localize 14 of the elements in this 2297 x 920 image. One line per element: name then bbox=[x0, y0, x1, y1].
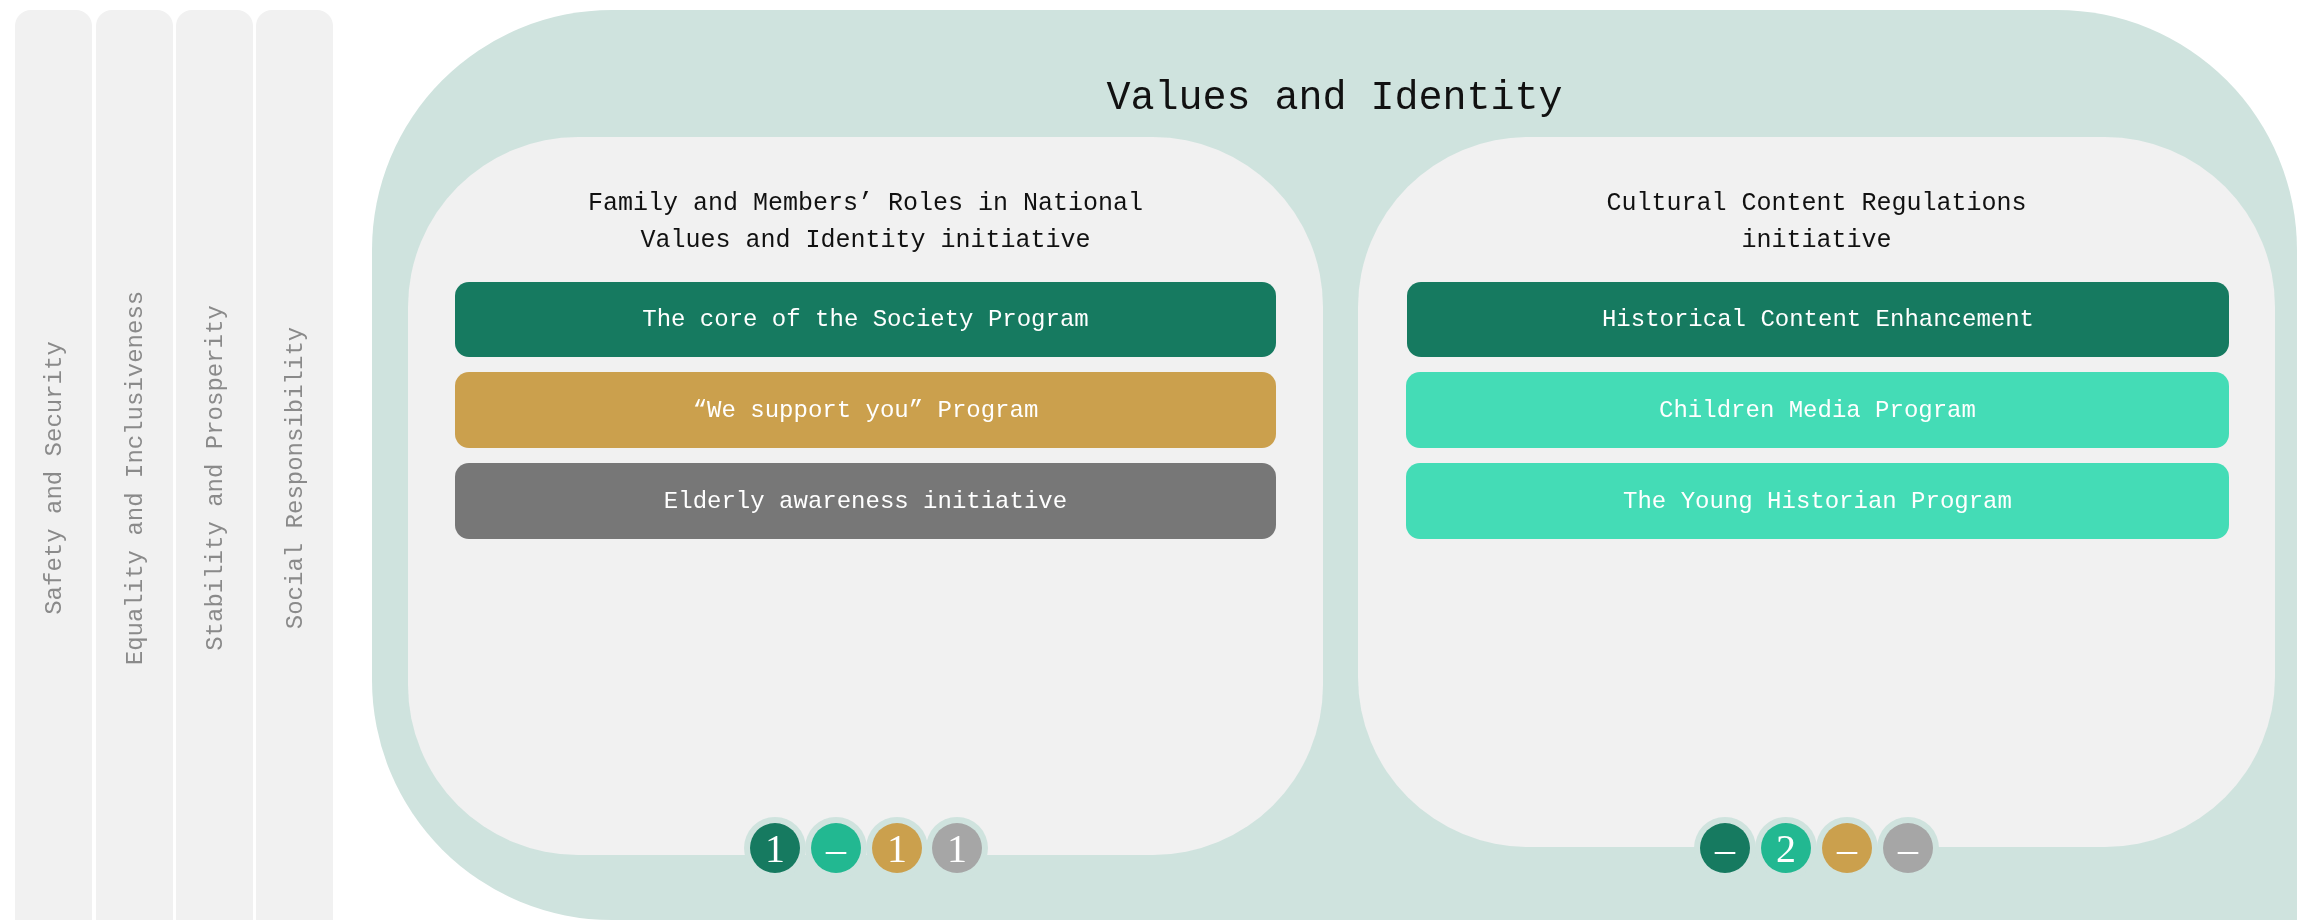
program-bar: The Young Historian Program bbox=[1406, 463, 2229, 539]
pillar-label: Social Responsibility bbox=[281, 326, 308, 630]
pillar-label: Stability and Prosperity bbox=[201, 305, 228, 651]
initiative-title: Cultural Content Regulations initiative bbox=[1605, 188, 2028, 257]
program-bar: Children Media Program bbox=[1406, 372, 2229, 448]
theme-panel bbox=[372, 10, 2297, 920]
program-bar: Historical Content Enhancement bbox=[1407, 282, 2229, 357]
pillar-label: Safety and Security bbox=[40, 341, 67, 615]
program-bar: “We support you” Program bbox=[455, 372, 1276, 448]
program-bar: The core of the Society Program bbox=[455, 282, 1276, 357]
panel-title: Values and Identity bbox=[1105, 76, 1564, 121]
program-bar: Elderly awareness initiative bbox=[455, 463, 1276, 539]
initiative-title: Family and Members’ Roles in National Values and Identity initiative bbox=[586, 188, 1145, 257]
pillar-label: Equality and Inclusiveness bbox=[121, 290, 148, 666]
